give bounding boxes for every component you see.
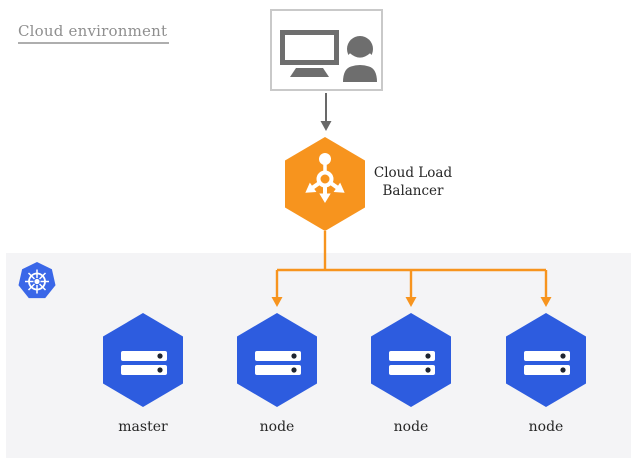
node-label: node <box>259 419 295 435</box>
diagram-title: Cloud environment <box>18 22 170 44</box>
cloud-load-balancer-shape[interactable] <box>285 137 365 231</box>
client-to-lb-arrow <box>320 93 332 131</box>
cluster-node-master[interactable]: master <box>103 313 183 435</box>
cluster-node-3[interactable]: node <box>506 313 586 435</box>
monitor-and-user-icon <box>280 30 377 82</box>
server-stack-icon <box>371 313 451 407</box>
cluster-node-2[interactable]: node <box>371 313 451 435</box>
server-stack-icon <box>103 313 183 407</box>
node-label: node <box>393 419 429 435</box>
cluster-node-1[interactable]: node <box>237 313 317 435</box>
load-balancer-label: Cloud Load Balancer <box>373 165 453 199</box>
load-balancer-icon <box>305 153 345 203</box>
client-workstation-shape[interactable] <box>270 9 383 91</box>
kubernetes-helm-icon[interactable] <box>17 261 57 301</box>
node-label: node <box>528 419 564 435</box>
server-stack-icon <box>506 313 586 407</box>
server-stack-icon <box>237 313 317 407</box>
node-label: master <box>118 419 168 435</box>
